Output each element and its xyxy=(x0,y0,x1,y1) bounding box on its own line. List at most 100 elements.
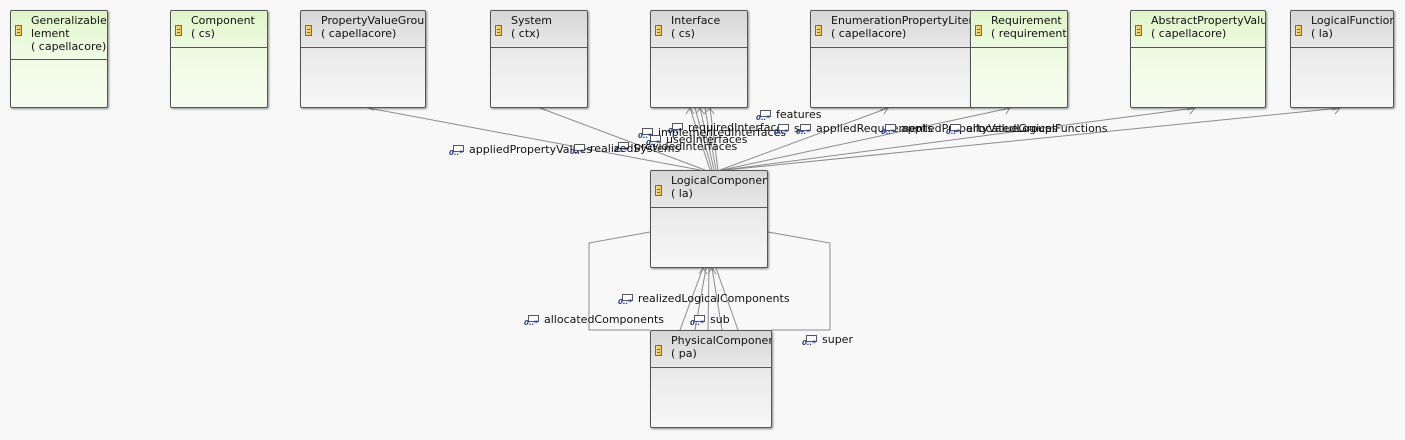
class-header: AbstractPropertyValue ( capellacore) xyxy=(1131,11,1265,48)
class-package: ( cs) xyxy=(671,27,695,40)
class-property-value-group[interactable]: PropertyValueGroup ( capellacore) xyxy=(300,10,426,108)
class-icon xyxy=(655,25,662,36)
class-generalizable-element[interactable]: GeneralizableE lement ( capellacore) xyxy=(10,10,108,108)
class-package: ( pa) xyxy=(671,347,697,360)
edge-sub-3 xyxy=(715,267,739,331)
class-name: Component xyxy=(191,14,255,27)
reference-icon xyxy=(614,141,632,154)
edge-allocated-logical-functions xyxy=(725,107,1341,171)
edge-sub-1 xyxy=(707,267,710,331)
class-icon xyxy=(975,25,982,36)
edge-applied-requirements xyxy=(721,107,1011,171)
class-requirement[interactable]: Requirement ( requirement) xyxy=(970,10,1068,108)
class-name: PropertyValueGroup xyxy=(321,14,425,27)
class-package: ( la) xyxy=(671,187,693,200)
class-package: ( capellacore) xyxy=(31,40,107,53)
class-header: LogicalFunction ( la) xyxy=(1291,11,1393,48)
class-package: ( capellacore) xyxy=(1151,27,1227,40)
class-header: System ( ctx) xyxy=(491,11,587,48)
class-icon xyxy=(1295,25,1302,36)
reference-icon xyxy=(618,293,636,306)
class-name: GeneralizableE xyxy=(31,14,107,27)
ref-label-applied-requirements[interactable]: appliedRequirements xyxy=(796,123,933,136)
class-abstract-property-value[interactable]: AbstractPropertyValue ( capellacore) xyxy=(1130,10,1266,108)
class-name: AbstractPropertyValue xyxy=(1151,14,1265,27)
class-header: EnumerationPropertyLiteral ( capellacore… xyxy=(811,11,971,48)
reference-icon xyxy=(796,123,814,136)
class-header: Requirement ( requirement) xyxy=(971,11,1067,48)
class-header: PropertyValueGroup ( capellacore) xyxy=(301,11,425,48)
ref-label-required-interfaces[interactable]: requiredInterfaces xyxy=(668,122,789,135)
edge-st xyxy=(719,107,889,171)
ref-label-realized-logical-components[interactable]: realizedLogicalComponents xyxy=(618,293,790,306)
ref-label-allocated-components[interactable]: allocatedComponents xyxy=(524,314,664,327)
edge-applied-property-value-groups xyxy=(367,107,701,171)
edge-applied-property-values xyxy=(723,107,1196,171)
class-name: PhysicalComponent xyxy=(671,334,771,347)
class-icon xyxy=(495,25,502,36)
class-physical-component[interactable]: PhysicalComponent ( pa) xyxy=(650,330,772,428)
reference-icon xyxy=(690,314,708,327)
class-header: PhysicalComponent ( pa) xyxy=(651,331,771,368)
class-name: Requirement xyxy=(991,14,1062,27)
class-enumeration-property-literal[interactable]: EnumerationPropertyLiteral ( capellacore… xyxy=(810,10,972,108)
class-icon xyxy=(305,25,312,36)
edge-implemented-interfaces xyxy=(699,107,715,171)
ref-label-realized-systems[interactable]: realizedSystems xyxy=(570,143,680,156)
class-component[interactable]: Component ( cs) xyxy=(170,10,268,108)
class-logical-component[interactable]: LogicalComponent ( la) xyxy=(650,170,768,268)
class-package: ( ctx) xyxy=(511,27,540,40)
reference-icon xyxy=(881,123,899,136)
ref-label-applied-property-values[interactable]: appliedPropertyValues xyxy=(449,144,592,157)
reference-icon xyxy=(570,143,588,156)
class-icon xyxy=(815,25,822,36)
class-name: LogicalComponent xyxy=(671,174,767,187)
class-header: LogicalComponent ( la) xyxy=(651,171,767,208)
class-package: ( requirement) xyxy=(991,27,1067,40)
class-name: lement xyxy=(31,27,70,40)
ref-label-sub[interactable]: sub xyxy=(690,314,730,327)
edge-realized-systems xyxy=(539,107,706,171)
edge-used-interfaces xyxy=(704,107,717,171)
edge-sub-2 xyxy=(711,267,723,331)
class-icon xyxy=(1135,25,1142,36)
edge-right-loop xyxy=(767,231,831,331)
class-package: ( la) xyxy=(1311,27,1333,40)
ref-label-implemented-interfaces[interactable]: implementedInterfaces xyxy=(638,127,786,140)
class-icon xyxy=(175,25,182,36)
edge-required-interfaces xyxy=(694,107,713,171)
class-logical-function[interactable]: LogicalFunction ( la) xyxy=(1290,10,1394,108)
class-name: System xyxy=(511,14,553,27)
class-icon xyxy=(15,25,22,36)
class-icon xyxy=(655,185,662,196)
class-header: Component ( cs) xyxy=(171,11,267,48)
class-name: LogicalFunction xyxy=(1311,14,1393,27)
edge-left-loop xyxy=(588,231,651,331)
class-package: ( capellacore) xyxy=(321,27,397,40)
reference-icon xyxy=(946,123,964,136)
edge-provided-interfaces xyxy=(709,107,719,171)
class-package: ( cs) xyxy=(191,27,215,40)
class-icon xyxy=(655,345,662,356)
reference-icon xyxy=(774,123,792,136)
ref-label-applied-property-value-groups[interactable]: appliedPropertyValueGroups xyxy=(881,123,1058,136)
reference-icon xyxy=(638,127,656,140)
reference-icon xyxy=(802,334,820,347)
reference-icon xyxy=(756,109,774,122)
ref-label-used-interfaces[interactable]: usedInterfaces xyxy=(646,134,747,147)
class-interface[interactable]: Interface ( cs) xyxy=(650,10,748,108)
reference-icon xyxy=(449,144,467,157)
ref-label-super[interactable]: super xyxy=(802,334,853,347)
reference-icon xyxy=(524,314,542,327)
ref-label-features[interactable]: features xyxy=(756,109,821,122)
class-system[interactable]: System ( ctx) xyxy=(490,10,588,108)
edge-features xyxy=(689,107,711,171)
class-header: Interface ( cs) xyxy=(651,11,747,48)
class-package: ( capellacore) xyxy=(831,27,907,40)
ref-label-provided-interfaces[interactable]: providedInterfaces xyxy=(614,141,737,154)
class-name: Interface xyxy=(671,14,721,27)
class-name: EnumerationPropertyLiteral xyxy=(831,14,971,27)
ref-label-allocated-logical-functions[interactable]: allocatedLogicalFunctions xyxy=(946,123,1108,136)
class-header: GeneralizableE lement ( capellacore) xyxy=(11,11,107,60)
